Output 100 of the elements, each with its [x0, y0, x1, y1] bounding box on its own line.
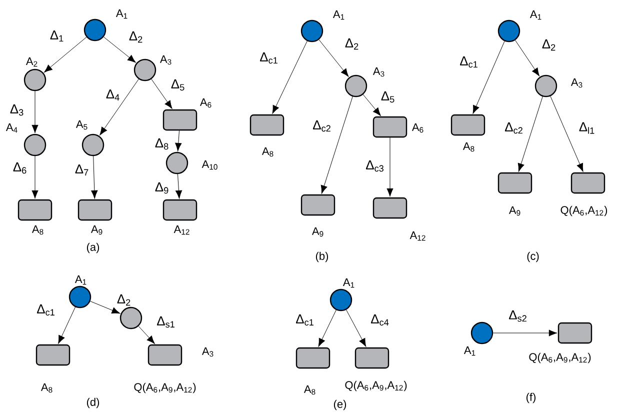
rounded-box [162, 199, 198, 221]
arrow [44, 36, 87, 72]
rounded-box [498, 172, 532, 194]
edge-label: Δ$_{c1}$ [260, 52, 278, 64]
arrow [472, 40, 505, 114]
node-label: A$_{6}$ [200, 98, 212, 108]
arrow [514, 40, 540, 76]
node-label: A$_{6}$ [412, 123, 424, 133]
arrow [318, 39, 349, 77]
node-label: A$_{5}$ [76, 120, 88, 130]
edge-label: Δ$_{2}$ [129, 31, 142, 43]
arrow [151, 78, 172, 109]
panel-caption: (d) [86, 398, 100, 408]
arrow [272, 40, 308, 114]
edge-label: Δ$_{7}$ [75, 164, 88, 176]
panel-caption: (b) [316, 252, 328, 262]
rounded-box [372, 197, 408, 219]
edge-label: Δ$_{c1}$ [37, 304, 54, 316]
node-label: A$_{9}$ [508, 206, 520, 216]
arrow [492, 330, 558, 336]
circle-node [166, 152, 188, 174]
arrow [32, 156, 38, 199]
rounded-box [250, 114, 284, 136]
circle-node [24, 68, 46, 92]
node-label: Q(A$_{6}$,A$_{9}$,A$_{12}$) [529, 352, 591, 364]
circle-node [498, 20, 520, 42]
arrow [32, 90, 38, 134]
edge-label: Δ$_{2}$ [117, 294, 130, 306]
arrow [175, 174, 182, 199]
node-label: A$_{9}$ [90, 225, 102, 235]
rounded-box [300, 194, 336, 216]
edge-label: Δ$_{c2}$ [505, 122, 522, 134]
rounded-box [78, 199, 112, 221]
edge-label: Δ$_{2}$ [542, 39, 556, 51]
node-label: A$_{8}$ [32, 225, 44, 235]
panel-caption: (f) [526, 392, 536, 404]
node-label: A$_{3}$ [570, 78, 582, 88]
rounded-box [18, 199, 52, 221]
arrow [346, 310, 366, 347]
rounded-box [36, 344, 70, 366]
edge-label: Δ$_{c1}$ [460, 56, 478, 68]
rounded-box [162, 109, 198, 131]
rounded-box [296, 347, 330, 369]
rounded-box [372, 116, 408, 138]
edge-label: Δ$_{1}$ [50, 30, 64, 42]
edge-label: Δ$_{3}$ [10, 104, 24, 116]
panel-caption: (a) [86, 242, 100, 254]
edge-label: Δ$_{8}$ [155, 138, 168, 150]
arrow [175, 130, 182, 152]
arrow [138, 326, 155, 344]
node-label: Q(A$_{6}$,A$_{12}$) [560, 206, 608, 216]
node-label: A$_{8}$ [462, 142, 474, 152]
edge-label: Δ$_{c4}$ [371, 314, 389, 326]
edge-label: Δ$_{2}$ [345, 38, 358, 50]
node-label: Q(A$_{6}$,A$_{9}$,A$_{12}$) [134, 382, 196, 394]
node-label: A$_{8}$ [304, 385, 316, 395]
node-label: A$_{1}$ [332, 10, 344, 20]
circle-node [330, 288, 352, 312]
node-label: A$_{2}$ [26, 57, 38, 67]
edge-label: Δ$_{s1}$ [157, 316, 174, 328]
edge-label: Δ$_{4}$ [106, 89, 120, 101]
rounded-box [570, 172, 606, 194]
node-label: A$_{3}$ [372, 67, 384, 77]
edge-label: Δ$_{c2}$ [313, 120, 330, 132]
arrow [91, 156, 98, 199]
edge-label: Δ$_{5}$ [381, 91, 394, 103]
node-label: A$_{12}$ [174, 225, 190, 235]
arrow [90, 300, 120, 314]
node-label: A$_{9}$ [312, 227, 324, 237]
circle-node [300, 20, 324, 42]
circle-node [84, 18, 106, 42]
rounded-box [354, 347, 390, 369]
node-label: A$_{3}$ [160, 55, 172, 65]
edge-label: Δ$_{c1}$ [296, 314, 314, 326]
edge-label: Δ$_{s2}$ [509, 310, 526, 322]
arrow [103, 36, 136, 63]
rounded-box [148, 344, 182, 366]
arrow [58, 306, 76, 344]
circle-node [24, 134, 46, 156]
node-label: A$_{1}$ [530, 10, 542, 20]
node-label: A$_{1}$ [464, 346, 476, 356]
node-label: A$_{4}$ [6, 123, 18, 133]
arrow [320, 96, 353, 194]
panel-caption: (c) [527, 252, 539, 262]
circle-node [134, 58, 156, 82]
edge-label: Δ$_{l1}$ [579, 122, 594, 134]
arrow [550, 96, 584, 172]
edge-label: Δ$_{6}$ [13, 162, 26, 174]
edge-label: Δ$_{5}$ [171, 79, 184, 91]
circle-node [344, 74, 368, 98]
edge-label: Δ$_{c3}$ [366, 160, 384, 172]
rounded-box [450, 114, 486, 136]
circle-node [82, 134, 104, 156]
rounded-box [558, 322, 592, 344]
arrow [518, 96, 543, 172]
node-label: A$_{10}$ [202, 160, 218, 170]
node-label: A$_{8}$ [40, 383, 52, 393]
node-label: A$_{8}$ [262, 147, 274, 157]
circle-node [68, 286, 92, 308]
node-label: A$_{1}$ [342, 278, 354, 288]
